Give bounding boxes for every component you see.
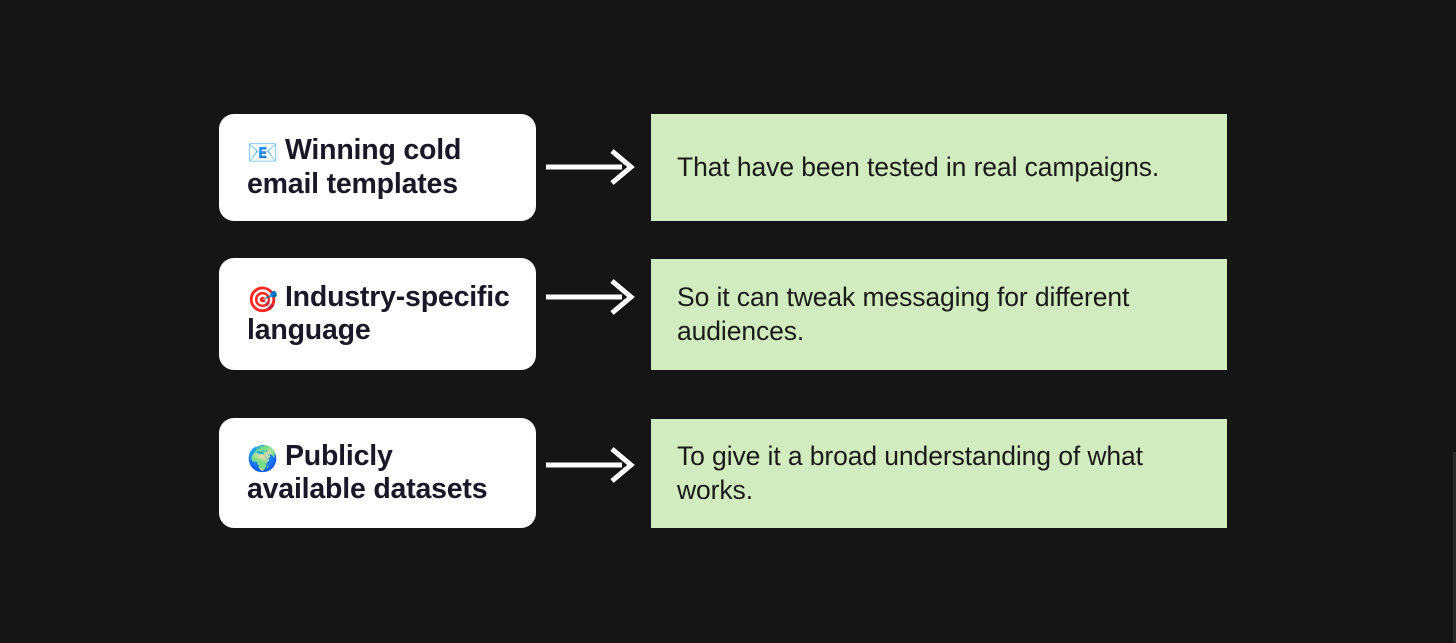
- detail-box: So it can tweak messaging for different …: [651, 259, 1227, 370]
- flow-arrow-right: [544, 149, 636, 185]
- term-card-text: 🎯Industry-specific language: [247, 281, 516, 348]
- term-card-label: Industry-specific language: [247, 280, 510, 346]
- flow-arrow-right: [544, 279, 636, 315]
- term-card-text: 📧Winning cold email templates: [247, 134, 516, 201]
- detail-text: That have been tested in real campaigns.: [677, 151, 1160, 182]
- term-card-label: Publicly available datasets: [247, 439, 488, 505]
- detail-text: To give it a broad understanding of what…: [677, 440, 1143, 505]
- flow-arrow-right: [544, 447, 636, 483]
- vertical-scrollbar[interactable]: [1453, 452, 1456, 643]
- globe-icon: 🌍: [247, 443, 278, 473]
- detail-box: To give it a broad understanding of what…: [651, 419, 1227, 528]
- term-card-label: Winning cold email templates: [247, 134, 462, 200]
- detail-text: So it can tweak messaging for different …: [677, 281, 1130, 346]
- term-card[interactable]: 📧Winning cold email templates: [219, 114, 536, 221]
- email-icon: 📧: [247, 138, 278, 168]
- term-card[interactable]: 🎯Industry-specific language: [219, 258, 536, 370]
- target-icon: 🎯: [247, 284, 278, 314]
- detail-box: That have been tested in real campaigns.: [651, 114, 1227, 221]
- term-card-text: 🌍Publicly available datasets: [247, 440, 516, 507]
- term-card[interactable]: 🌍Publicly available datasets: [219, 418, 536, 528]
